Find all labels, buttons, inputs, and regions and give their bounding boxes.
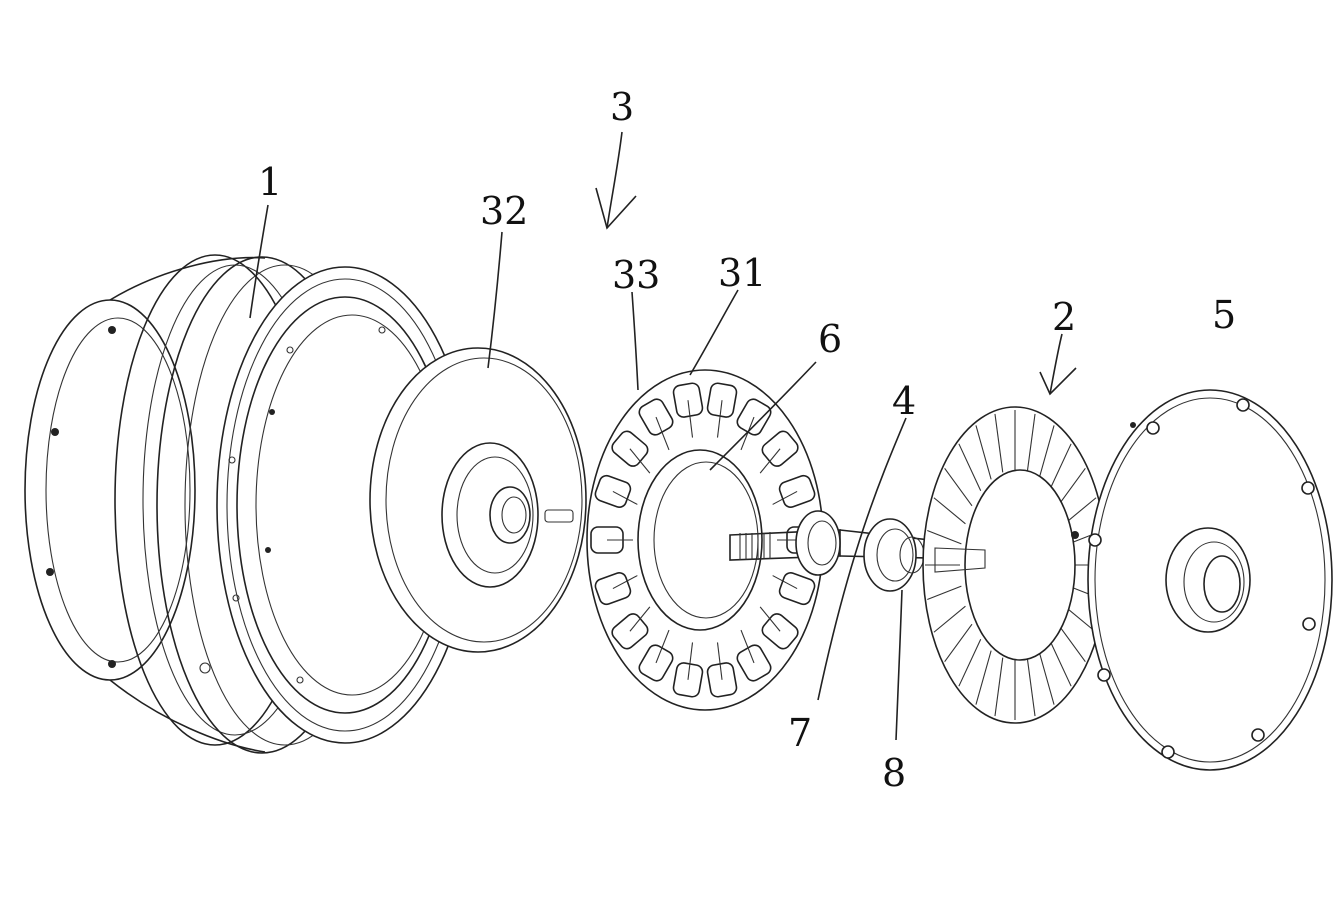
label-33: 33 [612,253,660,297]
stator-disc-slot-inner [400,434,426,458]
stator-core-teeth [590,382,820,698]
leader-8 [895,589,903,741]
stator-winding [759,606,781,632]
rotor-magnet-divider [1064,605,1097,633]
rotor-magnet-divider [933,497,966,525]
stator-disc-slot-inner [453,374,464,417]
rotor-magnet-divider [1038,650,1055,705]
leader-33 [631,291,639,391]
stator-disc-slot-inner [414,407,436,440]
label-4: 4 [892,379,916,423]
stator-disc-slots [388,370,568,630]
rotor-magnet-divider [994,413,1004,473]
stator-disc-slot-inner [530,434,556,458]
label-7: 7 [788,711,812,755]
stator-winding [716,642,723,680]
stator-winding [655,416,670,451]
rotor-magnet-divider [927,529,962,545]
stator-disc-slot-inner [520,560,542,593]
stator-winding [759,448,781,474]
stator-winding [687,400,694,438]
rotor-magnet-divider [958,443,982,491]
rotor-magnet-divider [975,425,992,480]
stator-winding [629,448,651,474]
rotor-magnet-divider [1048,443,1072,491]
rotor-magnet-divider [933,605,966,633]
stator-winding [740,416,755,451]
part-2-rotor-disc [922,406,1108,724]
rotor-magnet-segments [925,410,1105,720]
label-5: 5 [1212,293,1236,337]
stator-disc-slot-inner [530,542,556,566]
rotor-magnet-divider [975,650,992,705]
part-5-end-cover [1087,389,1333,771]
part-8-bearing [863,518,925,592]
label-32: 32 [480,189,528,233]
stator-disc-slot-inner [400,542,426,566]
rotor-magnet-divider [927,585,962,601]
stator-disc-slot-inner [432,574,449,613]
stator-disc-slot-inner [492,583,503,626]
stator-disc-slot-inner [492,374,503,417]
rotor-magnet-divider [1038,425,1055,480]
label-6: 6 [818,317,842,361]
part-32-stator-disc [369,347,587,653]
rotor-magnet-divider [1048,639,1072,687]
arrow-2 [1039,367,1077,396]
arrow-3 [595,187,637,230]
leader-4-7 [817,417,907,701]
stator-winding [629,606,651,632]
rotor-magnet-divider [944,468,973,507]
stator-disc-slot-inner [536,521,565,535]
rotor-magnet-divider [1064,497,1097,525]
leader-3 [606,131,623,229]
label-2: 2 [1052,295,1076,339]
stator-winding [772,490,798,505]
label-31: 31 [718,251,766,295]
part-33-stator-core [586,369,824,711]
rotor-magnet-divider [944,623,973,662]
label-1: 1 [258,160,282,204]
label-3: 3 [610,85,634,129]
leader-6 [709,361,817,471]
stator-disc-slot-inner [536,465,565,479]
stator-disc-slot-inner [453,583,464,626]
rotor-magnet-divider [1057,623,1086,662]
rotor-magnet-divider [1057,468,1086,507]
label-8: 8 [882,751,906,795]
stator-winding [612,490,638,505]
stator-disc-slot-inner [507,387,524,426]
part-labels: 1 32 3 33 31 6 4 2 5 7 8 [258,85,1236,795]
stator-disc-slot-inner [391,465,420,479]
stator-disc-slot-inner [432,387,449,426]
stator-disc-slot-inner [507,574,524,613]
rotor-magnet-divider [1026,413,1036,473]
stator-winding [687,642,694,680]
rotor-magnet-divider [958,639,982,687]
stator-disc-slot-inner [414,560,436,593]
leader-lines [249,131,1077,741]
shaft-thread [739,532,771,560]
stator-winding [612,575,638,590]
stator-winding [740,629,755,664]
leader-1 [249,204,269,319]
rotor-magnet-divider [1026,657,1036,717]
rotor-magnet-divider [994,657,1004,717]
stator-winding [655,629,670,664]
stator-winding [716,400,723,438]
stator-disc-slot-inner [520,407,542,440]
leader-32 [487,231,503,369]
leader-31 [689,289,739,376]
stator-disc-slot-inner [391,521,420,535]
leader-2 [1049,333,1063,395]
stator-winding [772,575,798,590]
